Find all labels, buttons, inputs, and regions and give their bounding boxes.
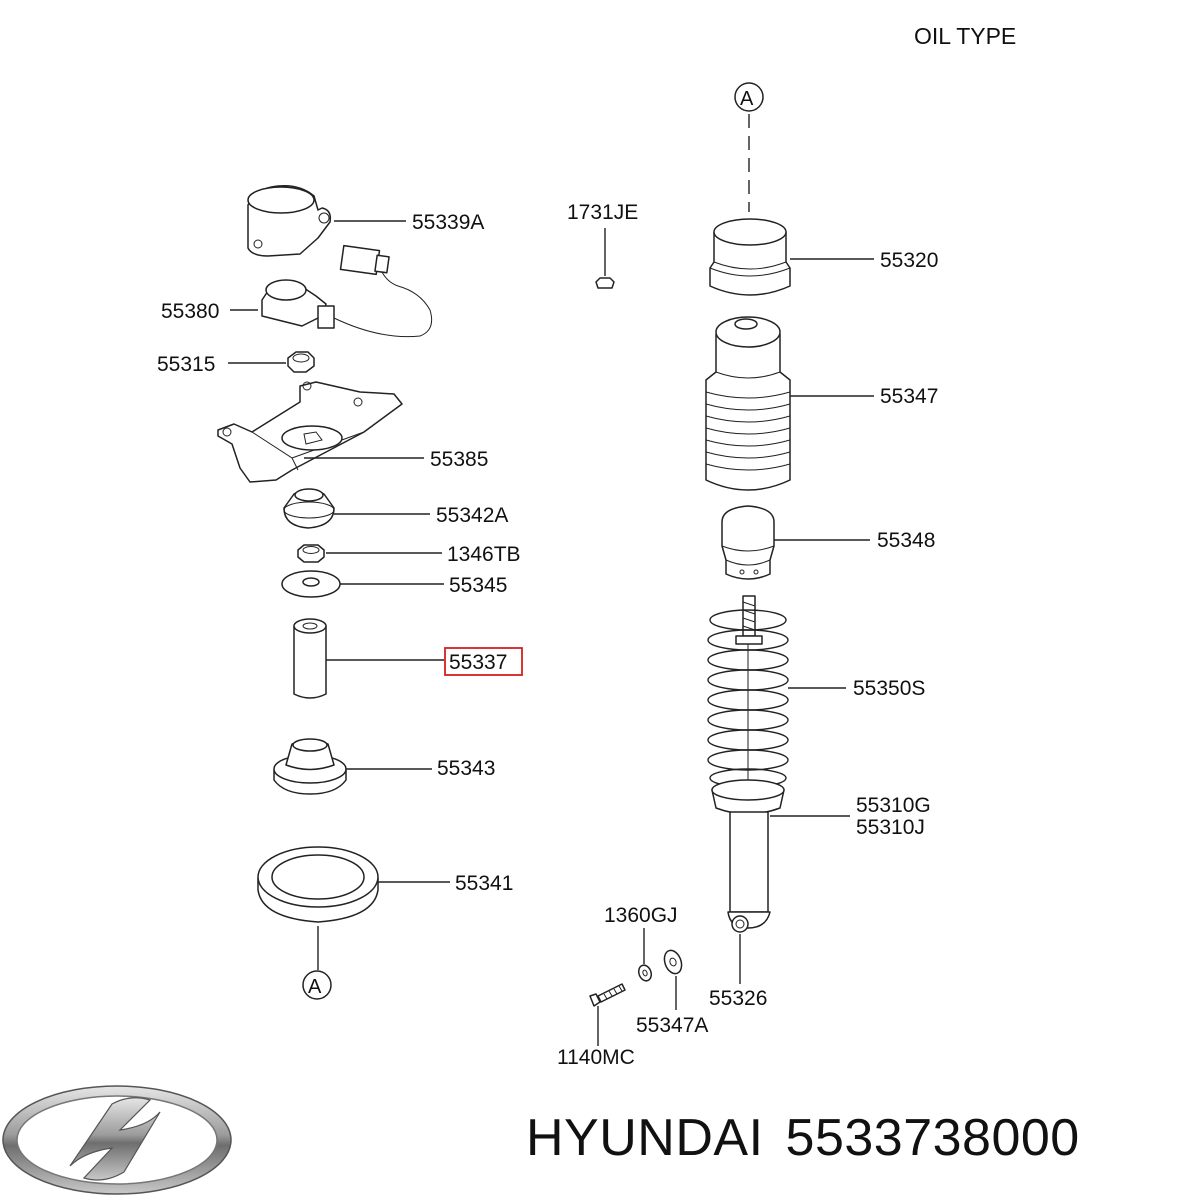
part-label-55320: 55320 — [880, 249, 938, 272]
bump-stop-part[interactable] — [721, 505, 775, 580]
dust-boot-part[interactable] — [705, 316, 791, 491]
bolt-part[interactable] — [589, 983, 626, 1007]
part-label-1140MC: 1140MC — [557, 1046, 635, 1069]
part-label-55337[interactable]: 55337 — [449, 651, 507, 674]
part-label-55350S: 55350S — [853, 677, 925, 700]
oil-type-label: OIL TYPE — [914, 23, 1016, 49]
part-label-55326: 55326 — [709, 987, 767, 1010]
part-label-55339A: 55339A — [412, 211, 484, 234]
washer-part[interactable] — [281, 570, 341, 598]
sensor-part[interactable] — [261, 244, 433, 338]
part-label-55345: 55345 — [449, 574, 507, 597]
part-label-1731JE: 1731JE — [567, 201, 638, 224]
part-label-55343: 55343 — [437, 757, 495, 780]
part-label-55341: 55341 — [455, 872, 513, 895]
part-label-55315: 55315 — [157, 353, 215, 376]
bracket-part[interactable] — [217, 381, 403, 483]
plug-part[interactable] — [595, 277, 615, 289]
part-label-1346TB: 1346TB — [447, 543, 521, 566]
seat-ring-part[interactable] — [257, 846, 379, 923]
part-label-55347: 55347 — [880, 385, 938, 408]
part-label-55348: 55348 — [877, 529, 935, 552]
part-label-55380: 55380 — [161, 300, 219, 323]
coil-spring-part[interactable] — [707, 595, 789, 790]
part-label-1360GJ: 1360GJ — [604, 904, 678, 927]
part-label-55385: 55385 — [430, 448, 488, 471]
lower-bushing-part[interactable] — [273, 738, 347, 795]
part-label-55310G: 55310G — [856, 794, 931, 817]
nut-part[interactable] — [287, 351, 315, 373]
spring-washer-part[interactable] — [637, 963, 654, 982]
dust-cap-part[interactable] — [709, 218, 791, 296]
part-label-55310J: 55310J — [856, 816, 925, 839]
brand-name: HYUNDAI — [526, 1109, 764, 1167]
lock-nut-part[interactable] — [297, 544, 325, 563]
upper-bushing-part[interactable] — [283, 488, 335, 529]
callout-a-bottom[interactable]: A — [302, 970, 332, 1000]
highlight-box — [444, 647, 523, 676]
mount-cap-part[interactable] — [247, 184, 332, 257]
plain-washer-part[interactable] — [661, 948, 684, 976]
part-number: 5533738000 — [785, 1109, 1080, 1167]
spacer-tube-part[interactable] — [293, 618, 327, 699]
svg-text:A: A — [308, 976, 322, 998]
callout-a-top[interactable]: A — [734, 82, 764, 112]
shock-absorber-part[interactable] — [711, 779, 785, 933]
brand-part-number: HYUNDAI 5533738000 — [526, 1108, 1102, 1168]
svg-text:A: A — [740, 88, 754, 110]
part-label-55347A: 55347A — [636, 1014, 708, 1037]
part-label-55342A: 55342A — [436, 504, 508, 527]
hyundai-logo-icon — [2, 1085, 232, 1195]
